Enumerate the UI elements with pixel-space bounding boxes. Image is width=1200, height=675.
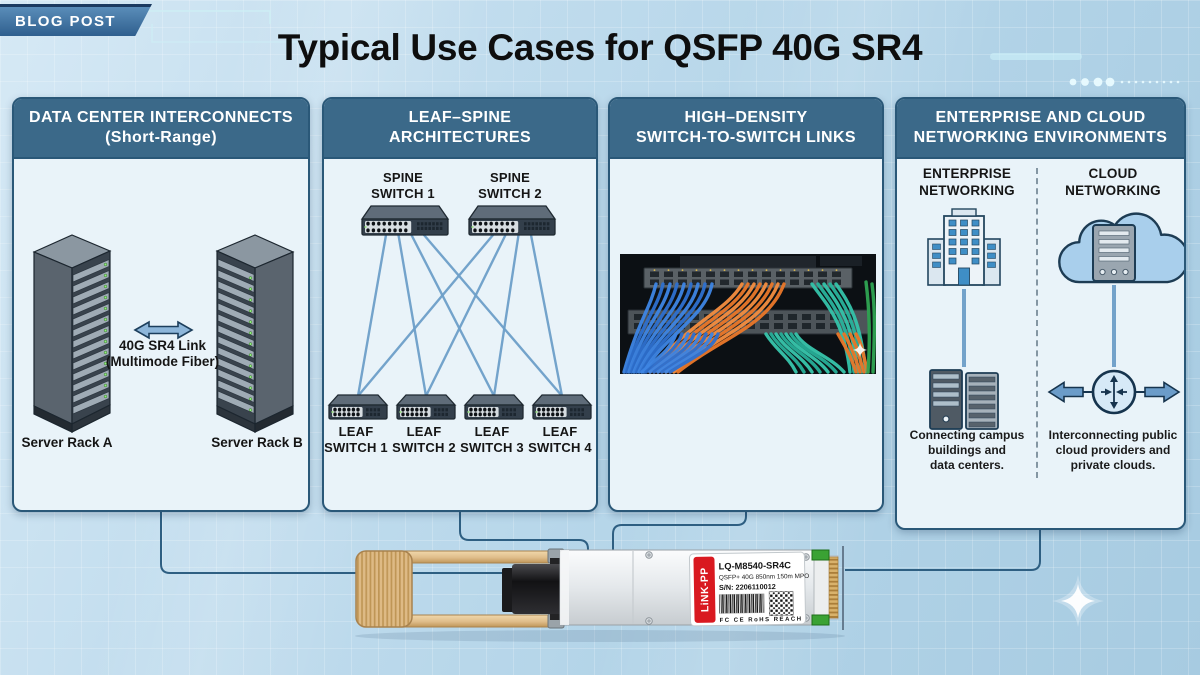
link-label-line1: 40G SR4 Link bbox=[118, 338, 207, 353]
cloud-networking-title: CLOUD NETWORKING bbox=[1065, 166, 1161, 198]
dotted-line-decoration bbox=[1069, 77, 1180, 87]
panel-header: HIGH–DENSITY SWITCH-TO-SWITCH LINKS bbox=[610, 99, 882, 159]
connector-panel2 bbox=[459, 512, 589, 551]
qr-code bbox=[768, 590, 794, 616]
tab-clip-bottom bbox=[547, 613, 565, 629]
spine-switch-2-label: SPINE SWITCH 2 bbox=[478, 170, 542, 201]
blog-post-badge: BLOG POST bbox=[0, 4, 152, 36]
page-title: Typical Use Cases for QSFP 40G SR4 bbox=[277, 27, 923, 68]
spine-switch-1-label: SPINE SWITCH 1 bbox=[371, 170, 435, 201]
enterprise-caption: Connecting campus buildings and data cen… bbox=[909, 428, 1025, 472]
model-number: LQ-M8540-SR4C bbox=[719, 560, 792, 571]
module-shadow bbox=[355, 630, 845, 642]
spec-text: QSFP+ 40G 850nm 150m MPO bbox=[719, 573, 810, 582]
connector-panel3 bbox=[612, 512, 747, 551]
latch-clip bbox=[502, 558, 564, 620]
tab-clip-top bbox=[547, 548, 565, 564]
panel-header-line2: NETWORKING ENVIRONMENTS bbox=[913, 129, 1168, 146]
barcode bbox=[718, 593, 765, 614]
pcb-edge-connector bbox=[811, 546, 844, 630]
leaf-switch-1-label: LEAF SWITCH 1 bbox=[324, 424, 388, 455]
transceiver-label: LiNK-PP LQ-M8540-SR4C QSFP+ 40G 850nm 15… bbox=[688, 551, 810, 627]
blog-post-badge-label: BLOG POST bbox=[15, 13, 116, 30]
cabling-photo bbox=[620, 254, 876, 374]
server-rack-a-label: Server Rack A bbox=[21, 435, 113, 450]
link-label-line2: (Multimode Fiber) bbox=[105, 354, 220, 369]
panel-header-line1: HIGH–DENSITY bbox=[684, 109, 808, 126]
leaf-spine-topology-diagram bbox=[327, 205, 593, 420]
panel-datacenter-interconnects: DATA CENTER INTERCONNECTS (Short-Range) bbox=[12, 97, 310, 512]
enterprise-cloud-diagram bbox=[927, 208, 1184, 430]
screws bbox=[645, 551, 810, 625]
panel-leaf-spine: LEAF–SPINE ARCHITECTURES bbox=[322, 97, 598, 512]
module-body bbox=[559, 549, 815, 626]
leaf-switch-2-label: LEAF SWITCH 2 bbox=[392, 424, 456, 455]
panel-header-line2: SWITCH-TO-SWITCH LINKS bbox=[635, 129, 857, 146]
panel-header-line2: (Short-Range) bbox=[105, 129, 217, 146]
certification-marks: FC CE RoHS REACH bbox=[720, 617, 803, 624]
enterprise-networking-title: ENTERPRISE NETWORKING bbox=[919, 166, 1015, 198]
panel-header-line1: DATA CENTER INTERCONNECTS bbox=[29, 109, 293, 126]
cloud-caption: Interconnecting public cloud providers a… bbox=[1048, 428, 1178, 472]
connector-panel1 bbox=[160, 512, 561, 574]
panel-header-line1: LEAF–SPINE bbox=[408, 109, 512, 126]
server-rack-b-label: Server Rack B bbox=[211, 435, 303, 450]
leaf-switch-3-label: LEAF SWITCH 3 bbox=[460, 424, 524, 455]
panel-header-line2: ARCHITECTURES bbox=[388, 129, 532, 146]
panel-header: ENTERPRISE AND CLOUD NETWORKING ENVIRONM… bbox=[897, 99, 1184, 159]
pull-tab-grip bbox=[355, 550, 413, 628]
link-label: 40G SR4 Link (Multimode Fiber) bbox=[90, 338, 235, 370]
panel-header-line1: ENTERPRISE AND CLOUD bbox=[935, 109, 1146, 126]
panel-header: LEAF–SPINE ARCHITECTURES bbox=[324, 99, 596, 159]
server-racks-diagram bbox=[32, 234, 295, 433]
panel-high-density: HIGH–DENSITY SWITCH-TO-SWITCH LINKS bbox=[608, 97, 884, 512]
brand-logo-text: LiNK-PP bbox=[699, 567, 712, 612]
pull-tab bbox=[355, 550, 555, 628]
connector-panel4 bbox=[845, 530, 1041, 571]
serial-number: S/N: 2206110012 bbox=[719, 582, 776, 592]
dashed-divider bbox=[1036, 168, 1038, 478]
brand-logo-bar bbox=[693, 556, 716, 623]
panel-header: DATA CENTER INTERCONNECTS (Short-Range) bbox=[14, 99, 308, 159]
panel-enterprise-cloud: ENTERPRISE AND CLOUD NETWORKING ENVIRONM… bbox=[895, 97, 1186, 530]
leaf-switch-4-label: LEAF SWITCH 4 bbox=[528, 424, 592, 455]
